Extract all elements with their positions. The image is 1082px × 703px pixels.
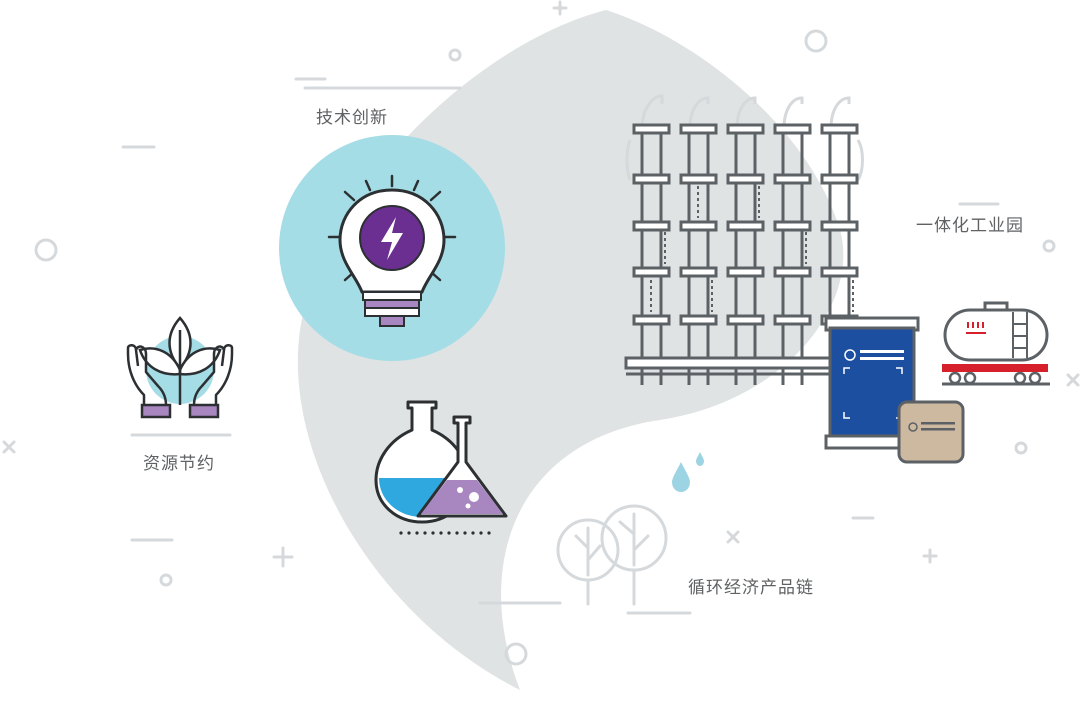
label-resource-saving: 资源节约: [143, 454, 215, 474]
decor-marks: [2, 0, 1080, 568]
tank-car-icon: [942, 301, 1050, 386]
bag-icon: [897, 400, 965, 464]
lightbulb-bolt-icon: [279, 135, 505, 361]
label-technology-innovation: 技术创新: [316, 108, 388, 128]
decor-circles: [34, 29, 1056, 666]
plant-in-hands-icon: [126, 316, 234, 419]
decor-dashes: [121, 77, 1000, 615]
water-drop-icon: [672, 452, 704, 492]
trees-icon: [556, 504, 668, 606]
lab-flasks-icon: [374, 400, 508, 535]
label-circular-economy-chain: 循环经济产品链: [688, 578, 814, 598]
tower-loops: [625, 94, 864, 181]
label-integrated-industrial-park: 一体化工业园: [916, 216, 1024, 236]
